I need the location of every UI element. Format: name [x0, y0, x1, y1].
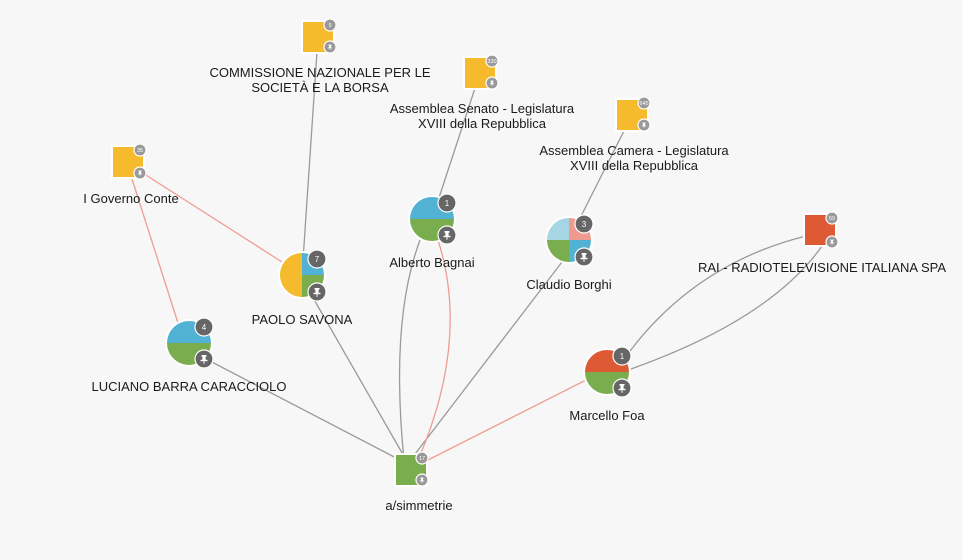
pie-slice-3 — [547, 218, 569, 240]
count-badge-icon — [612, 346, 632, 366]
pin-icon — [137, 170, 143, 176]
pin-icon — [419, 477, 425, 483]
edge-senato-bagnai — [431, 72, 481, 220]
node-label: XVIII della Repubblica — [570, 158, 699, 173]
count-badge-text: 645 — [639, 101, 648, 107]
count-badge-text: 17 — [419, 456, 425, 462]
edge-borghi-asim — [411, 261, 563, 459]
pin-icon — [618, 384, 626, 393]
node-asim[interactable]: 17 a/simmetrie — [385, 451, 453, 513]
pin-button[interactable] — [637, 118, 651, 132]
pie-slice-2 — [547, 240, 569, 262]
node-label: RAI - RADIOTELEVISIONE ITALIANA SPA — [698, 260, 946, 275]
pin-icon — [641, 122, 647, 128]
count-badge-icon — [133, 143, 147, 157]
pin-icon — [313, 288, 321, 297]
edge-bagnai-asim — [417, 239, 451, 461]
node-label: Claudio Borghi — [526, 277, 611, 292]
node-label: SOCIETÀ E LA BORSA — [251, 80, 389, 95]
pin-button[interactable] — [437, 225, 457, 245]
pie-slice-2 — [280, 253, 302, 297]
pin-button[interactable] — [415, 473, 429, 487]
count-badge-icon — [825, 211, 839, 225]
pin-icon — [200, 355, 208, 364]
edge-conte-savona — [137, 169, 283, 263]
node-label: Assemblea Camera - Legislatura — [539, 143, 729, 158]
count-badge-text: 1 — [445, 199, 450, 208]
edge-foa-asim — [423, 379, 587, 463]
node-label: COMMISSIONE NAZIONALE PER LE — [209, 65, 430, 80]
pin-button[interactable] — [323, 40, 337, 54]
count-badge-text: 3 — [582, 220, 587, 229]
edge-conte-caracciolo — [131, 178, 179, 324]
pin-button[interactable] — [612, 378, 632, 398]
edge-caracciolo-asim — [207, 359, 401, 461]
edges-layer — [131, 36, 823, 463]
edge-consob-savona — [301, 36, 319, 276]
count-badge-text: 35 — [137, 148, 143, 154]
count-badge-text: 1 — [620, 352, 625, 361]
node-label: XVIII della Repubblica — [418, 116, 547, 131]
node-label: I Governo Conte — [83, 191, 178, 206]
pin-icon — [829, 239, 835, 245]
node-label: Assemblea Senato - Legislatura — [390, 101, 575, 116]
count-badge-icon — [307, 249, 327, 269]
count-badge-icon — [485, 54, 499, 68]
count-badge-icon — [323, 18, 337, 32]
count-badge-icon — [574, 214, 594, 234]
edge-rai-foa — [627, 245, 823, 371]
count-badge-icon — [437, 193, 457, 213]
count-badge-text: 59 — [829, 216, 835, 222]
node-label: Marcello Foa — [569, 408, 645, 423]
pin-button[interactable] — [485, 76, 499, 90]
count-badge-icon — [194, 317, 214, 337]
count-badge-text: 9 — [328, 23, 331, 29]
pin-icon — [443, 231, 451, 240]
node-label: LUCIANO BARRA CARACCIOLO — [91, 379, 286, 394]
edge-rai-foa — [621, 235, 807, 363]
pin-button[interactable] — [825, 235, 839, 249]
node-label: Alberto Bagnai — [389, 255, 474, 270]
node-label: a/simmetrie — [385, 498, 452, 513]
pin-button[interactable] — [133, 166, 147, 180]
count-badge-text: 4 — [202, 323, 207, 332]
node-label: PAOLO SAVONA — [252, 312, 353, 327]
count-badge-text: 330 — [487, 59, 496, 65]
pin-icon — [489, 80, 495, 86]
count-badge-text: 7 — [315, 255, 320, 264]
pin-button[interactable] — [574, 247, 594, 267]
pin-button[interactable] — [194, 349, 214, 369]
node-conte[interactable]: 35 I Governo Conte — [83, 143, 179, 206]
count-badge-icon — [637, 96, 651, 110]
edge-bagnai-asim — [398, 239, 421, 461]
count-badge-icon — [415, 451, 429, 465]
pin-icon — [580, 253, 588, 262]
pin-icon — [327, 44, 333, 50]
edge-savona-asim — [311, 295, 406, 459]
pin-button[interactable] — [307, 282, 327, 302]
